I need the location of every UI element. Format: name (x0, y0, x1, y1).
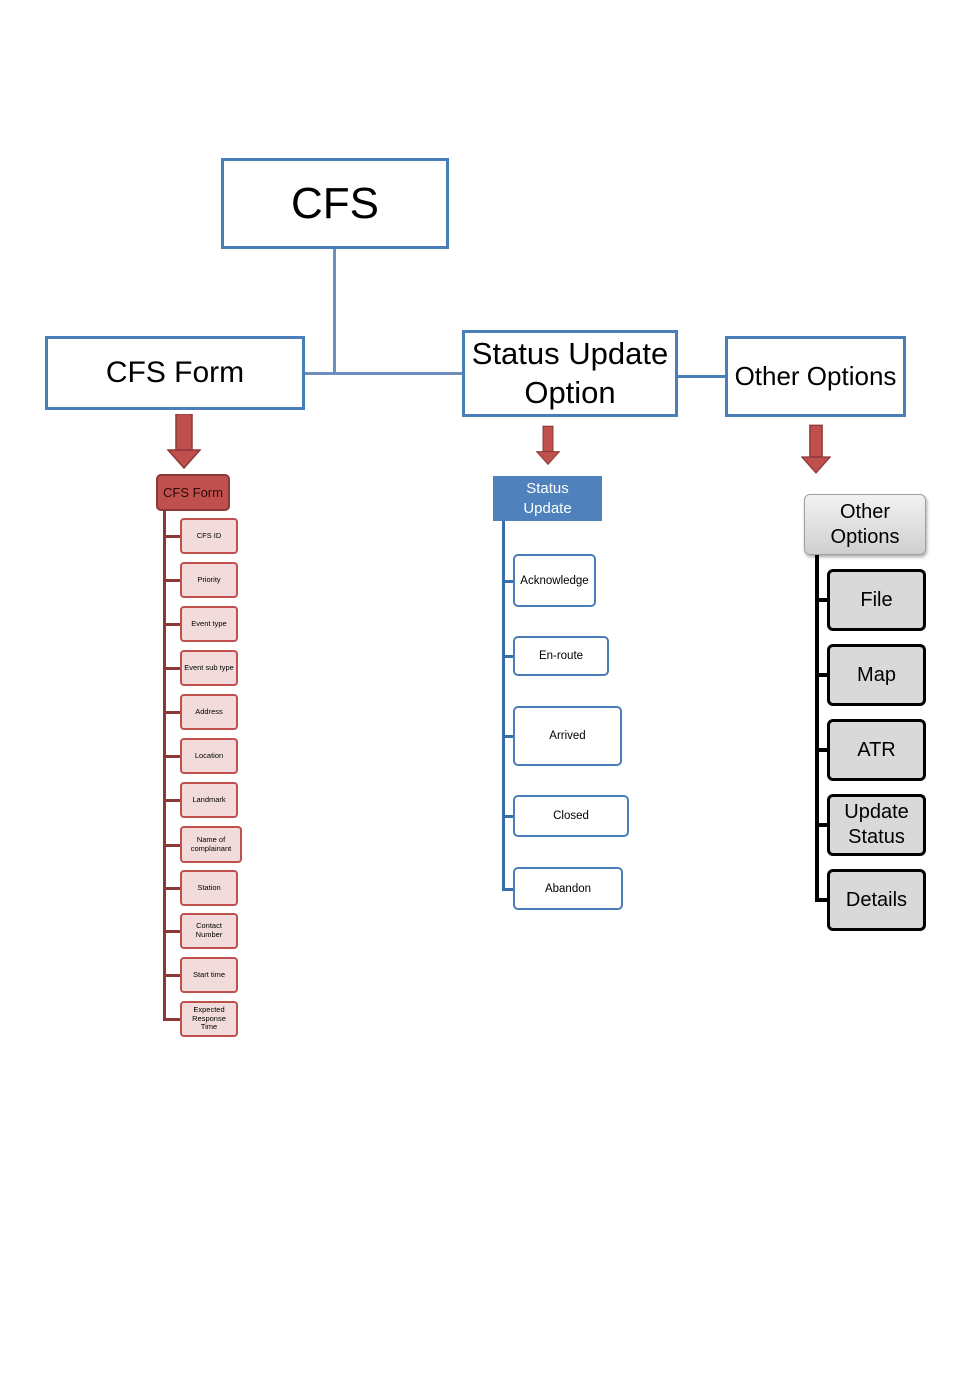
status-item-abandon: Abandon (513, 867, 623, 910)
cfs-form-item-expected-response-time: Expected Response Time (180, 1001, 238, 1037)
down-arrow-icon (536, 425, 560, 466)
cfs-form-item-address: Address (180, 694, 238, 730)
cfs-form-item-event-type: Event type (180, 606, 238, 642)
status-item-arrived: Arrived (513, 706, 622, 766)
cfs-form-tree-connector (163, 974, 180, 977)
other-item-file: File (827, 569, 926, 631)
cfs-form-tree-connector (163, 887, 180, 890)
connector-horizontal-right (678, 375, 725, 378)
other-tree-connector (815, 898, 829, 902)
other-tree-head-label: Other Options (830, 500, 900, 548)
status-tree-spine (502, 521, 505, 890)
branch-other-options: Other Options (725, 336, 906, 417)
cfs-form-tree-connector (163, 843, 180, 847)
other-item-map: Map (827, 644, 926, 706)
status-item-label: En-route (538, 650, 584, 662)
cfs-form-item-label: CFS ID (196, 530, 222, 540)
cfs-form-item-landmark: Landmark (180, 782, 238, 818)
cfs-form-tree-connector (163, 579, 180, 582)
cfs-form-tree-spine (163, 511, 166, 1021)
status-tree-head-label: Status Update (523, 480, 572, 517)
cfs-form-item-label: Contact Number (195, 921, 223, 939)
cfs-form-item-name-of-complainant: Name of complainant (180, 826, 242, 863)
cfs-form-item-label: Station (197, 882, 221, 892)
cfs-form-item-start-time: Start time (180, 957, 238, 993)
cfs-form-item-label: Event sub type (184, 662, 234, 672)
root-node-label: CFS (291, 178, 379, 228)
other-item-label: ATR (857, 738, 896, 761)
cfs-form-item-label: Expected Response Time (192, 1005, 226, 1032)
cfs-form-tree-head: CFS Form (156, 474, 230, 511)
status-item-acknowledge: Acknowledge (513, 554, 596, 607)
cfs-form-tree-connector (163, 623, 180, 626)
other-item-label: File (860, 588, 893, 611)
cfs-form-tree-connector (163, 667, 180, 670)
branch-status-update-option: Status Update Option (462, 330, 678, 417)
other-item-atr: ATR (827, 719, 926, 781)
status-item-label: Acknowledge (520, 574, 589, 587)
cfs-form-item-label: Location (194, 750, 224, 760)
cfs-form-item-location: Location (180, 738, 238, 774)
branch-other-options-label: Other Options (734, 360, 897, 391)
cfs-form-item-label: Landmark (192, 794, 226, 804)
status-item-label: Closed (553, 810, 589, 822)
cfs-form-item-label: Event type (191, 618, 227, 628)
other-tree-spine (815, 555, 819, 902)
status-tree-connector (502, 735, 514, 738)
cfs-form-tree-connector (163, 711, 180, 714)
status-tree-connector (502, 655, 514, 658)
cfs-form-tree-connector (163, 1018, 180, 1021)
other-tree-connector (815, 598, 829, 602)
other-tree-connector (815, 748, 829, 752)
other-tree-connector (815, 823, 829, 827)
status-item-label: Abandon (544, 882, 592, 895)
cfs-form-tree-connector (163, 799, 180, 802)
branch-cfs-form: CFS Form (45, 336, 305, 410)
cfs-form-item-priority: Priority (180, 562, 238, 598)
other-item-details: Details (827, 869, 926, 931)
down-arrow-icon (801, 424, 831, 474)
cfs-form-tree-connector (163, 535, 180, 538)
cfs-form-item-label: Address (195, 706, 223, 716)
status-tree-connector (502, 579, 514, 583)
cfs-form-tree-connector (163, 755, 180, 758)
cfs-form-item-label: Start time (192, 969, 226, 979)
cfs-form-item-event-sub-type: Event sub type (180, 650, 238, 686)
status-tree-head: Status Update (493, 476, 602, 521)
cfs-form-item-label: Priority (197, 574, 221, 584)
status-tree-connector (502, 815, 514, 818)
branch-status-update-label: Status Update Option (471, 335, 669, 410)
down-arrow-icon (167, 414, 201, 470)
cfs-form-item-cfs-id: CFS ID (180, 518, 238, 554)
connector-horizontal-left (305, 372, 462, 375)
other-item-label: Map (857, 663, 896, 686)
other-item-update-status: Update Status (827, 794, 926, 856)
other-tree-head: Other Options (804, 494, 926, 555)
cfs-form-item-contact-number: Contact Number (180, 913, 238, 949)
cfs-form-item-station: Station (180, 870, 238, 906)
status-item-en-route: En-route (513, 636, 609, 676)
other-tree-connector (815, 673, 829, 677)
other-item-label: Update Status (844, 801, 909, 848)
status-item-closed: Closed (513, 795, 629, 837)
branch-cfs-form-label: CFS Form (105, 356, 245, 389)
status-tree-connector (502, 887, 514, 891)
connector-root-vertical (333, 249, 336, 374)
other-item-label: Details (845, 888, 908, 911)
status-item-label: Arrived (549, 730, 586, 742)
cfs-form-item-label: Name of complainant (190, 834, 232, 853)
root-node-cfs: CFS (221, 158, 449, 249)
cfs-form-tree-head-label: CFS Form (163, 485, 223, 500)
cfs-form-tree-connector (163, 930, 180, 933)
